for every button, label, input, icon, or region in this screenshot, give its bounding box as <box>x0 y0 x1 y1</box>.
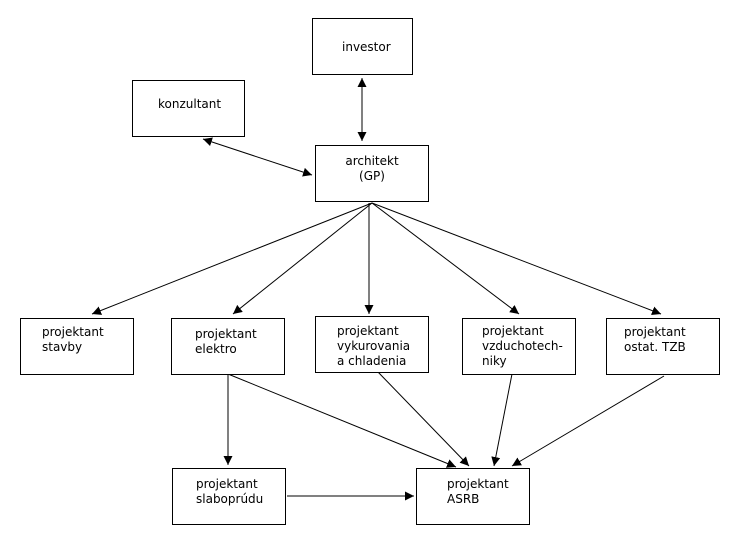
node-projektant-slaboprudu-label: projektant slaboprúdu <box>196 477 264 506</box>
edge-architekt-elektro <box>232 202 373 315</box>
node-projektant-ostat-tzb: projektant ostat. TZB <box>606 318 720 375</box>
node-projektant-vykurovania-label: projektant vykurovania a chladenia <box>337 324 411 368</box>
node-konzultant-label: konzultant <box>158 97 222 111</box>
node-architekt: architekt (GP) <box>315 145 429 202</box>
edge-architekt-vzduchotechniky <box>371 202 520 315</box>
node-projektant-asrb: projektant ASRB <box>416 468 530 525</box>
node-projektant-slaboprudu: projektant slaboprúdu <box>172 468 286 525</box>
edge-vykurovania-asrb <box>377 371 470 467</box>
edge-konzultant-architekt <box>202 137 313 177</box>
node-projektant-elektro: projektant elektro <box>171 318 285 375</box>
node-projektant-stavby-label: projektant stavby <box>42 325 104 354</box>
edge-tzb-asrb <box>511 375 665 467</box>
node-projektant-ostat-tzb-label: projektant ostat. TZB <box>624 325 686 354</box>
edge-elektro-asrb <box>227 373 457 468</box>
edge-architekt-stavby <box>91 202 373 315</box>
node-projektant-elektro-label: projektant elektro <box>195 327 257 356</box>
node-projektant-vzduchotechniky: projektant vzduchotech- niky <box>462 318 576 375</box>
node-projektant-asrb-label: projektant ASRB <box>447 477 509 506</box>
node-architekt-label: architekt (GP) <box>345 154 399 183</box>
edge-architekt-tzb <box>371 202 662 315</box>
node-investor-label: investor <box>342 40 391 54</box>
node-investor: investor <box>312 18 413 75</box>
node-projektant-stavby: projektant stavby <box>20 318 134 375</box>
node-konzultant: konzultant <box>132 80 245 137</box>
edge-vzduchotechniky-asrb <box>491 373 513 467</box>
node-projektant-vzduchotechniky-label: projektant vzduchotech- niky <box>482 324 563 368</box>
node-projektant-vykurovania: projektant vykurovania a chladenia <box>315 316 429 373</box>
